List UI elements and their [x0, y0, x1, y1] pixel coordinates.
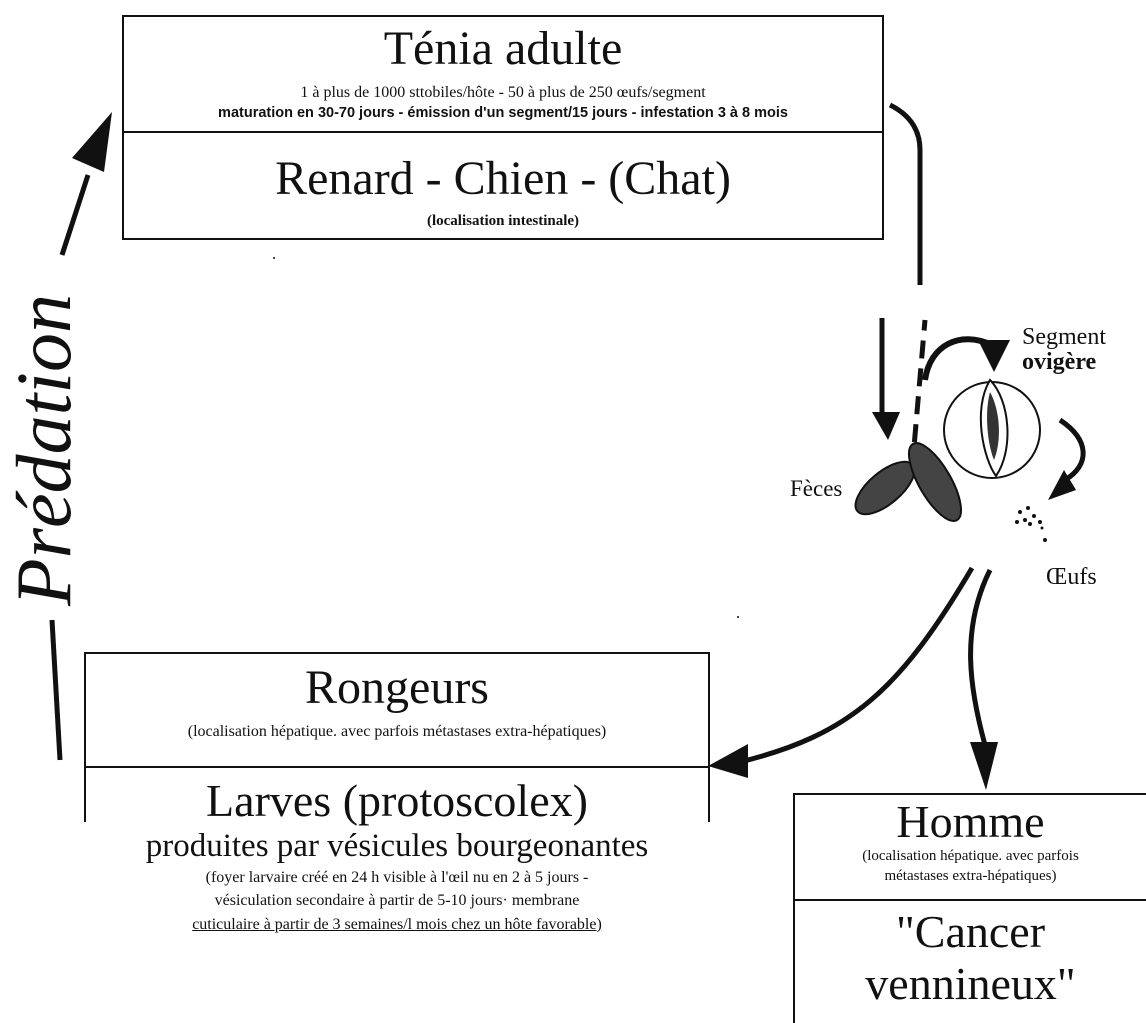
rodents-title: Rongeurs	[305, 661, 489, 714]
rodents-location: (localisation hépatique. avec parfois mé…	[187, 723, 607, 740]
rodents-box: Rongeurs (localisation hépatique. avec p…	[84, 652, 710, 826]
larvae-line1: (foyer larvaire créé en 24 h visible à l…	[205, 869, 589, 887]
eggs-to-rodents-arrow	[708, 566, 975, 778]
segment-curve-arrow	[922, 336, 1010, 381]
predation-arrow	[49, 112, 112, 761]
eggs-label: Œufs	[1046, 564, 1097, 590]
human-location-line2: métastases extra-hépatiques)	[884, 868, 1057, 884]
predation-label: Prédation	[0, 294, 87, 606]
larvae-details: produites par vésicules bourgeonantes (f…	[84, 828, 710, 934]
larvae-subtitle: produites par vésicules bourgeonantes	[145, 828, 649, 864]
eggs-to-human-arrow	[968, 568, 998, 790]
human-divider	[795, 899, 1146, 901]
human-disease-line1: "Cancer	[895, 906, 1046, 957]
larvae-line3: cuticulaire à partir de 3 semaines/l moi…	[192, 915, 602, 933]
adult-title: Ténia adulte	[383, 22, 623, 75]
segment-label-line2: ovigère	[1022, 349, 1097, 376]
human-location-line1: (localisation hépatique. avec parfois	[862, 848, 1079, 864]
feces-drawing	[854, 442, 962, 522]
larvae-title: Larves (protoscolex)	[206, 775, 588, 826]
rodents-divider	[86, 766, 708, 768]
dashed-line	[909, 319, 928, 471]
segment-to-eggs-arrow	[1048, 417, 1086, 500]
adult-divider	[124, 131, 882, 133]
segment-ovigere-drawing	[943, 378, 1041, 479]
human-disease-line2: vennineux"	[865, 958, 1076, 1009]
adult-hosts: Renard - Chien - (Chat)	[275, 152, 731, 205]
human-title: Homme	[896, 796, 1045, 847]
segment-label: Segment ovigère	[1022, 324, 1106, 376]
adult-line1: 1 à plus de 1000 sttobiles/hôte - 50 à p…	[300, 84, 706, 101]
eggs-dots	[1015, 506, 1047, 542]
adult-location: (localisation intestinale)	[426, 213, 580, 229]
adult-line2: maturation en 30-70 jours - émission d'u…	[218, 105, 788, 121]
adult-tapeworm-box: Ténia adulte 1 à plus de 1000 sttobiles/…	[122, 15, 884, 240]
segment-label-line1: Segment	[1022, 324, 1106, 350]
larvae-line2: vésiculation secondaire à partir de 5-10…	[214, 892, 580, 910]
adult-to-segment-arrow	[872, 102, 923, 440]
human-box: Homme (localisation hépatique. avec parf…	[793, 793, 1146, 1023]
feces-label: Fèces	[790, 476, 843, 501]
